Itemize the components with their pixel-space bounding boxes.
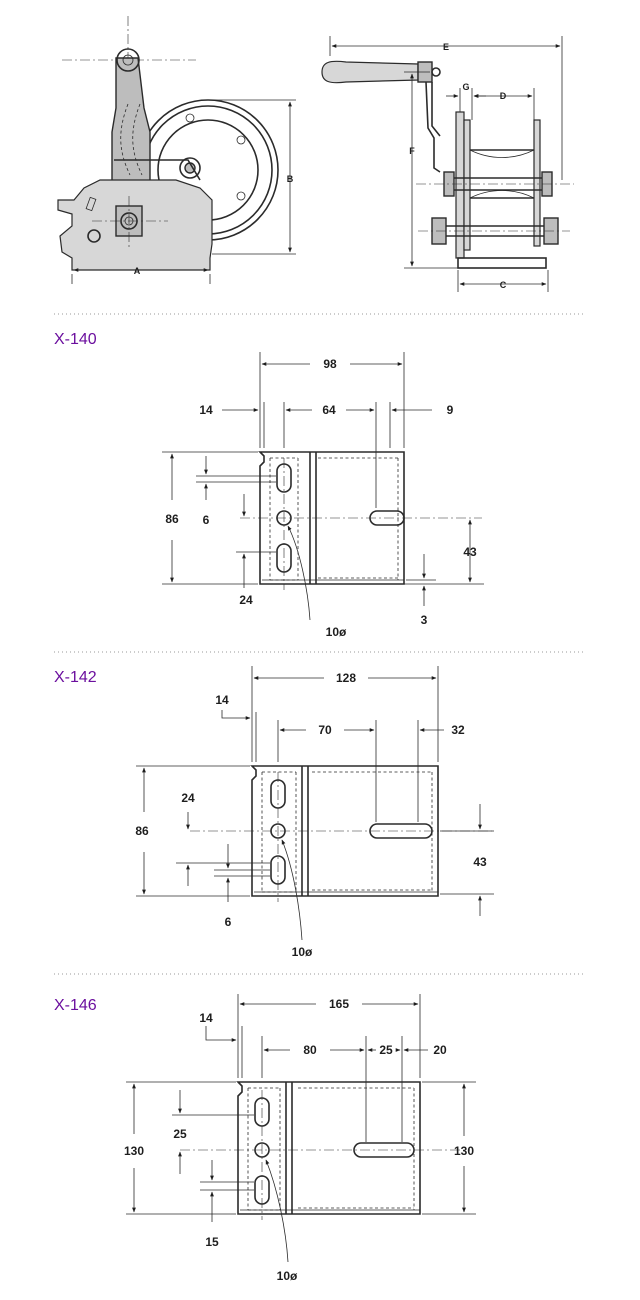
x146-dim-slot-gap: 25 — [173, 1127, 187, 1141]
x142-dim-slot-gap: 24 — [181, 791, 195, 805]
x142-section: X-142 128 14 70 32 — [54, 666, 494, 959]
dim-e-label: E — [443, 42, 449, 52]
dim-f-label: F — [409, 146, 415, 156]
dim-a-label: A — [134, 266, 141, 276]
x146-title: X-146 — [54, 997, 97, 1014]
x146-dim-right: 20 — [433, 1043, 447, 1057]
x140-dim-bottom-pad: 24 — [239, 593, 253, 607]
x140-dim-slot-gap: 6 — [203, 513, 210, 527]
dim-d-label: D — [500, 91, 507, 101]
winch-side-view: A B — [57, 16, 296, 284]
x146-dim-bottom-pad: 15 — [205, 1235, 219, 1249]
x142-title: X-142 — [54, 669, 97, 686]
dim-c-label: C — [500, 280, 507, 290]
x140-dim-bottom-gap: 3 — [421, 613, 428, 627]
x140-section: X-140 98 14 64 9 — [54, 331, 484, 639]
x140-dim-left: 14 — [199, 403, 213, 417]
x142-dim-left: 14 — [215, 693, 229, 707]
x142-dim-hole: 10ø — [292, 945, 313, 959]
x140-dim-slot-height: 43 — [463, 545, 477, 559]
dim-b-label: B — [287, 174, 294, 184]
x140-dim-right: 9 — [447, 403, 454, 417]
x146-dim-width: 165 — [329, 997, 349, 1011]
winch-front-view: E F G D C — [321, 36, 574, 292]
x146-dim-height-right: 130 — [454, 1144, 474, 1158]
x146-dim-height-left: 130 — [124, 1144, 144, 1158]
x146-dim-left: 14 — [199, 1011, 213, 1025]
x140-dim-height: 86 — [165, 512, 179, 526]
x142-dim-height: 86 — [135, 824, 149, 838]
x142-dim-center: 70 — [318, 723, 332, 737]
x146-dim-slot: 25 — [379, 1043, 393, 1057]
dim-g-label: G — [462, 82, 469, 92]
x140-dim-width: 98 — [323, 357, 337, 371]
x146-dim-center: 80 — [303, 1043, 317, 1057]
x142-dim-width: 128 — [336, 671, 356, 685]
x140-dim-center: 64 — [322, 403, 336, 417]
x142-dim-bottom-pad: 6 — [225, 915, 232, 929]
x146-section: X-146 165 14 80 25 2 — [54, 994, 476, 1283]
x140-title: X-140 — [54, 331, 97, 348]
x142-dim-slot-height: 43 — [473, 855, 487, 869]
x146-dim-hole: 10ø — [277, 1269, 298, 1283]
x142-dim-right: 32 — [451, 723, 465, 737]
x140-dim-hole: 10ø — [326, 625, 347, 639]
